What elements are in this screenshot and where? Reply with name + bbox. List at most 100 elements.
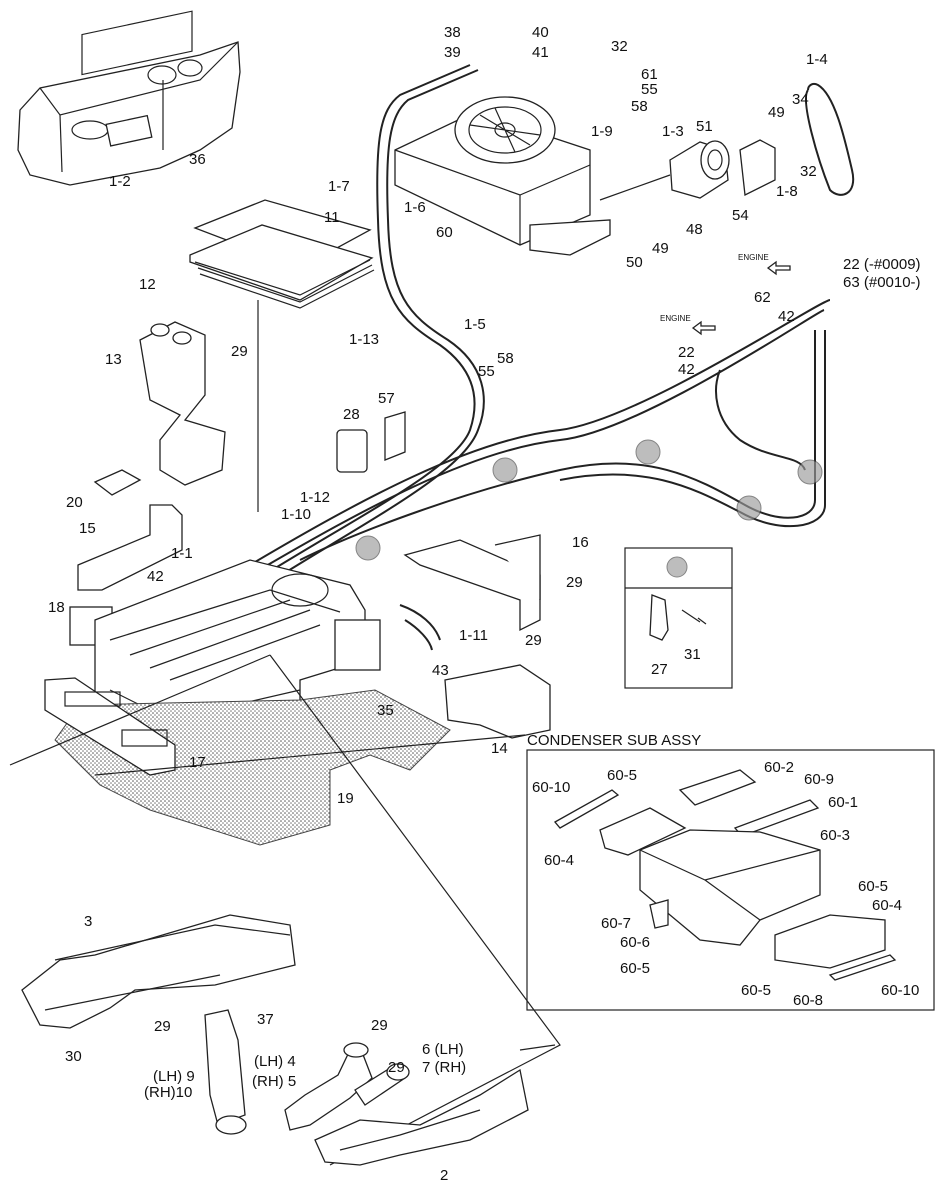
- label-60-5-left: 60-5: [620, 960, 650, 977]
- label-60-5-right: 60-5: [858, 878, 888, 895]
- engine-label-top: ENGINE: [738, 253, 769, 262]
- label-1-11: 1-11: [459, 627, 488, 644]
- duct-9-10: [204, 1009, 246, 1126]
- label-22-range: 22 (-#0009): [843, 256, 921, 273]
- label-12: 12: [139, 276, 156, 293]
- label-61: 61: [641, 66, 658, 83]
- label-17: 17: [189, 754, 206, 771]
- label-60-10-top: 60-10: [532, 779, 570, 796]
- outline-lines: [9, 654, 556, 1051]
- clamp-marker: [492, 457, 518, 483]
- label-30: 30: [65, 1048, 82, 1065]
- duct-14: [444, 664, 551, 739]
- condenser-assembly: [394, 96, 611, 256]
- clip-legend-marker: [666, 556, 688, 578]
- label-42-mid: 42: [678, 361, 695, 378]
- label-37: 37: [257, 1011, 274, 1028]
- label-39: 39: [444, 44, 461, 61]
- label-60: 60: [436, 224, 453, 241]
- engine-arrow-icon: [766, 260, 791, 276]
- label-60-1: 60-1: [828, 794, 858, 811]
- label-57: 57: [378, 390, 395, 407]
- condenser-sub-assy-parts: [554, 769, 897, 981]
- label-60-6: 60-6: [620, 934, 650, 951]
- label-1-1: 1-1: [171, 545, 193, 562]
- label-62: 62: [754, 289, 771, 306]
- duct-16: [403, 539, 541, 632]
- label-5: (RH) 5: [252, 1073, 296, 1090]
- label-1-10: 1-10: [281, 506, 311, 523]
- label-2: 2: [440, 1167, 448, 1184]
- label-15: 15: [79, 520, 96, 537]
- clamp-marker: [797, 459, 823, 485]
- label-1-5: 1-5: [464, 316, 486, 333]
- label-1-4: 1-4: [806, 51, 828, 68]
- belt-1-4: [805, 82, 855, 196]
- label-42-left: 42: [147, 568, 164, 585]
- filter-panel: [189, 199, 375, 309]
- duct-3: [21, 914, 296, 1029]
- label-1-6: 1-6: [404, 199, 426, 216]
- label-14: 14: [491, 740, 508, 757]
- clamp-marker: [355, 535, 381, 561]
- label-13: 13: [105, 351, 122, 368]
- clip-27: [649, 594, 669, 641]
- label-11: 11: [324, 209, 340, 226]
- label-3: 3: [84, 913, 92, 930]
- label-60-5-top: 60-5: [607, 767, 637, 784]
- insulation-pad-19: [54, 689, 451, 846]
- clamp-marker: [635, 439, 661, 465]
- duct-13: [139, 321, 226, 486]
- label-58-mid: 58: [497, 350, 514, 367]
- label-43: 43: [432, 662, 449, 679]
- label-32-top: 32: [611, 38, 628, 55]
- label-49-mid: 49: [652, 240, 669, 257]
- label-54: 54: [732, 207, 749, 224]
- label-18: 18: [48, 599, 65, 616]
- label-41: 41: [532, 44, 549, 61]
- duct-4-5: [284, 1049, 373, 1131]
- duct-15: [77, 504, 183, 591]
- label-34: 34: [792, 91, 809, 108]
- bracket-57: [384, 411, 406, 461]
- label-36: 36: [189, 151, 206, 168]
- label-9: (LH) 9: [153, 1068, 195, 1085]
- engine-arrow-icon: [691, 320, 716, 336]
- label-20: 20: [66, 494, 83, 511]
- label-1-7: 1-7: [328, 178, 350, 195]
- label-50: 50: [626, 254, 643, 271]
- clamp-marker: [736, 495, 762, 521]
- label-40: 40: [532, 24, 549, 41]
- label-60-5-bottom: 60-5: [741, 982, 771, 999]
- label-35: 35: [377, 702, 394, 719]
- label-60-2: 60-2: [764, 759, 794, 776]
- label-7: 7 (RH): [422, 1059, 466, 1076]
- label-60-8: 60-8: [793, 992, 823, 1009]
- label-60-4-left: 60-4: [544, 852, 574, 869]
- compressor-assembly: [599, 139, 776, 201]
- label-1-8: 1-8: [776, 183, 798, 200]
- label-29-duct: 29: [154, 1018, 171, 1035]
- duct-2: [314, 1068, 529, 1166]
- label-10: (RH)10: [144, 1084, 192, 1101]
- gasket-20: [93, 469, 142, 496]
- label-60-7: 60-7: [601, 915, 631, 932]
- label-63-range: 63 (#0010-): [843, 274, 921, 291]
- label-6: 6 (LH): [422, 1041, 464, 1058]
- condenser-sub-assy-box: [526, 749, 935, 1011]
- label-1-13: 1-13: [349, 331, 379, 348]
- seal-28: [336, 429, 368, 473]
- label-4: (LH) 4: [254, 1053, 296, 1070]
- label-1-2: 1-2: [109, 173, 131, 190]
- label-29-low-duct: 29: [388, 1059, 405, 1076]
- label-38: 38: [444, 24, 461, 41]
- label-60-10-bottom: 60-10: [881, 982, 919, 999]
- condenser-sub-assy-title: CONDENSER SUB ASSY: [527, 732, 701, 749]
- clip-legend-box: [624, 547, 733, 689]
- label-22: 22: [678, 344, 695, 361]
- label-55-top: 55: [641, 81, 658, 98]
- label-55-mid: 55: [478, 363, 495, 380]
- label-1-3: 1-3: [662, 123, 684, 140]
